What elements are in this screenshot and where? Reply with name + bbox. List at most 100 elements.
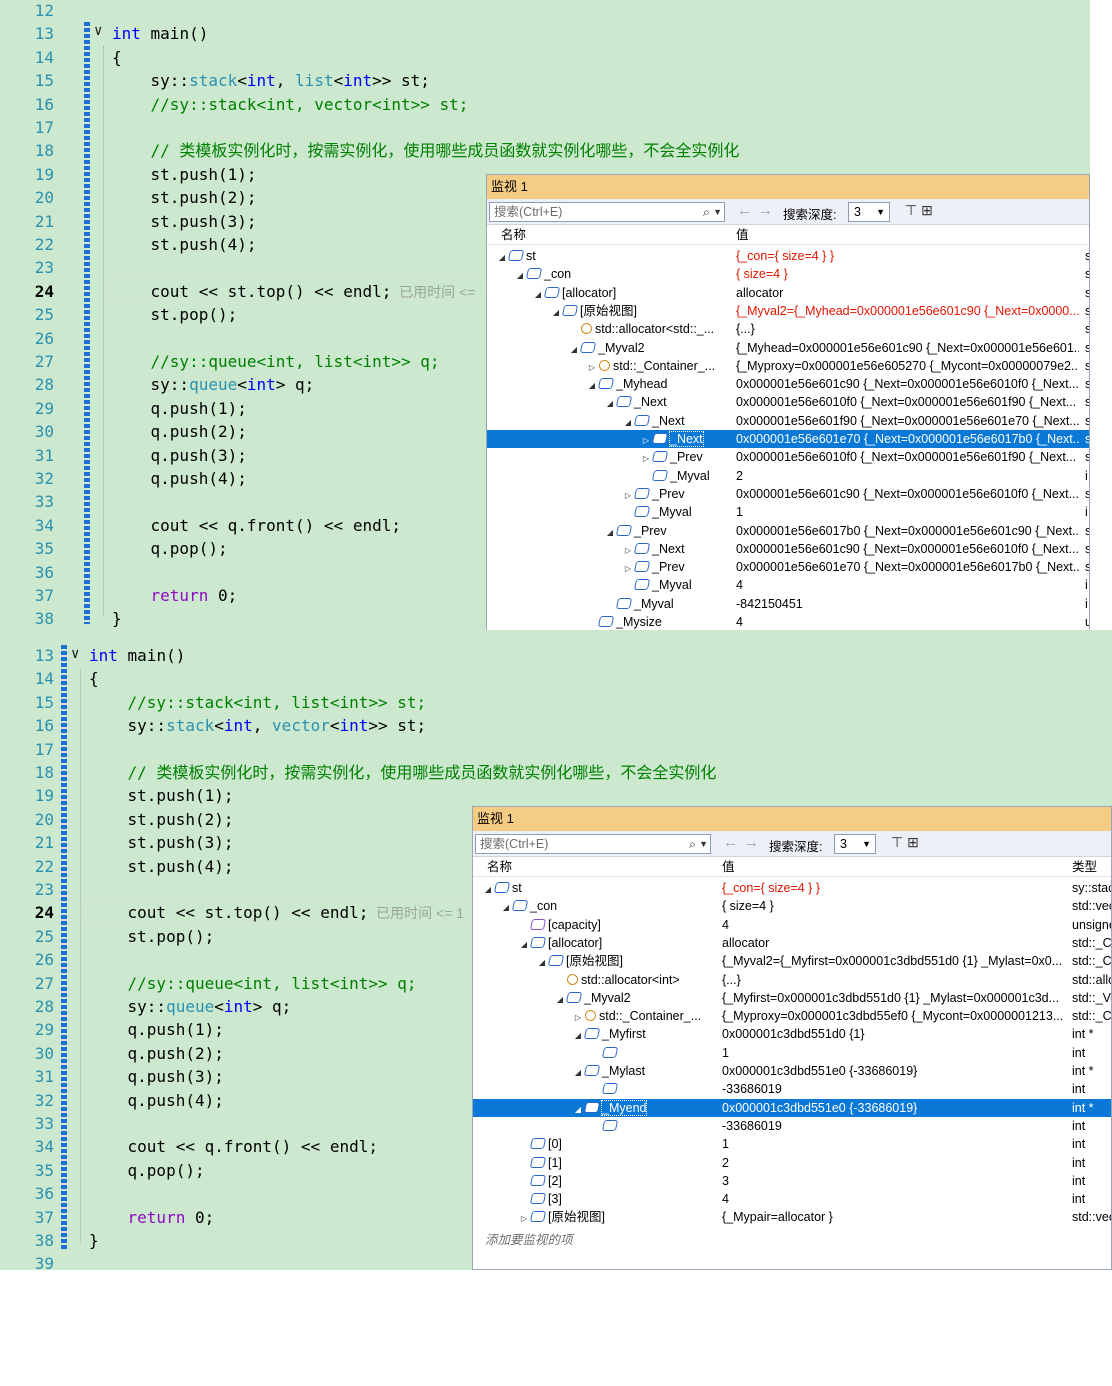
code-line[interactable]: //sy::stack<int, list<int>> st; [89,691,427,714]
collapsed-arrow-icon[interactable]: ▷ [642,454,650,464]
expanded-arrow-icon[interactable]: ◢ [502,903,510,913]
watch-row[interactable]: ◢_con{ size=4 }std::vec [473,897,1111,915]
code-line[interactable]: //sy::queue<int, list<int>> q; [112,350,440,373]
code-line[interactable]: q.push(2); [89,1042,224,1065]
code-line[interactable]: { [112,46,122,69]
watch-row[interactable]: ◢[原始视图]{_Myval2={_Myhead=0x000001e56e601… [487,302,1089,320]
code-line[interactable]: sy::queue<int> q; [89,995,292,1018]
code-line[interactable]: cout << st.top() << endl; 已用时间 <= 1 [89,901,465,924]
pin-icon[interactable]: ⊤ ⊞ [891,834,919,850]
search-icon[interactable]: ⌕ [702,205,710,219]
watch-row[interactable]: _Mysize4u [487,613,1089,630]
collapsed-arrow-icon[interactable]: ▷ [624,490,632,500]
code-line[interactable]: cout << q.front() << endl; [89,1135,378,1158]
watch-search-input[interactable]: 搜索(Ctrl+E)⌕▼ [489,202,725,222]
code-line[interactable]: return 0; [112,584,238,607]
code-line[interactable]: } [112,607,122,630]
expanded-arrow-icon[interactable]: ◢ [516,271,524,281]
code-line[interactable]: st.push(1); [112,163,257,186]
expanded-arrow-icon[interactable]: ◢ [556,994,564,1004]
watch-row[interactable]: ▷std::_Container_...{_Myproxy=0x000001c3… [473,1007,1111,1025]
watch-window[interactable]: 监视 1 搜索(Ctrl+E)⌕▼ ←→ 搜索深度: 3▼ ⊤ ⊞ 名称 值 ◢… [486,174,1090,630]
chevron-down-icon[interactable]: ▼ [862,839,871,849]
collapsed-arrow-icon[interactable]: ▷ [588,362,596,372]
watch-row[interactable]: ◢st{_con={ size=4 } }sy::stac [473,879,1111,897]
code-line[interactable]: //sy::stack<int, vector<int>> st; [112,93,469,116]
code-line[interactable]: st.push(4); [112,233,257,256]
chevron-down-icon[interactable]: ▼ [699,839,708,849]
depth-select[interactable]: 3▼ [848,202,890,222]
chevron-down-icon[interactable]: ▼ [713,207,722,217]
watch-search-input[interactable]: 搜索(Ctrl+E)⌕▼ [475,834,711,854]
expanded-arrow-icon[interactable]: ◢ [588,381,596,391]
expanded-arrow-icon[interactable]: ◢ [624,417,632,427]
expanded-arrow-icon[interactable]: ◢ [520,939,528,949]
nav-arrows[interactable]: ←→ [723,834,765,851]
nav-arrows[interactable]: ←→ [737,202,779,219]
expanded-arrow-icon[interactable]: ◢ [574,1031,582,1041]
expanded-arrow-icon[interactable]: ◢ [574,1104,582,1114]
code-line[interactable]: // 类模板实例化时，按需实例化，使用哪些成员函数就实例化哪些，不会全实例化 [112,139,740,162]
code-line[interactable]: cout << q.front() << endl; [112,514,401,537]
code-line[interactable]: q.push(2); [112,420,247,443]
collapsed-arrow-icon[interactable]: ▷ [574,1013,582,1023]
watch-row[interactable]: ◢_Myval2{_Myhead=0x000001e56e601c90 {_Ne… [487,339,1089,357]
expanded-arrow-icon[interactable]: ◢ [574,1068,582,1077]
code-line[interactable]: st.push(2); [89,808,234,831]
code-line[interactable]: //sy::queue<int, list<int>> q; [89,972,417,995]
watch-row[interactable]: ◢_con{ size=4 }s [487,265,1089,283]
code-line[interactable]: st.push(3); [89,831,234,854]
expanded-arrow-icon[interactable]: ◢ [498,253,506,262]
expanded-arrow-icon[interactable]: ◢ [552,307,560,317]
code-line[interactable]: q.push(3); [89,1065,224,1088]
column-name-header[interactable]: 名称 [487,860,513,874]
code-line[interactable]: q.pop(); [112,537,228,560]
code-line[interactable]: } [89,1229,99,1252]
watch-row[interactable]: ▷[原始视图]{_Mypair=allocator }std::vec [473,1208,1111,1226]
expanded-arrow-icon[interactable]: ◢ [606,399,614,409]
pin-icon[interactable]: ⊤ ⊞ [905,202,933,218]
column-name-header[interactable]: 名称 [501,228,527,242]
code-line[interactable]: st.push(3); [112,210,257,233]
code-line[interactable]: st.pop(); [89,925,215,948]
code-line[interactable]: sy::queue<int> q; [112,373,315,396]
watch-row[interactable]: ◢st{_con={ size=4 } }s [487,247,1089,265]
code-line[interactable]: { [89,667,99,690]
code-line[interactable]: q.push(4); [112,467,247,490]
expanded-arrow-icon[interactable]: ◢ [538,958,546,968]
column-value-header[interactable]: 值 [722,860,735,874]
code-line[interactable]: int main() [89,644,185,667]
code-line[interactable]: q.push(1); [112,397,247,420]
search-icon[interactable]: ⌕ [688,837,696,851]
code-line[interactable]: return 0; [89,1206,215,1229]
code-line[interactable]: st.push(2); [112,186,257,209]
expanded-arrow-icon[interactable]: ◢ [570,344,578,354]
code-line[interactable]: st.push(1); [89,784,234,807]
collapsed-arrow-icon[interactable]: ▷ [624,545,632,555]
fold-chevron-icon[interactable]: ∨ [71,646,80,662]
code-line[interactable]: q.push(4); [89,1089,224,1112]
code-line[interactable]: int main() [112,22,208,45]
chevron-down-icon[interactable]: ▼ [876,207,885,217]
